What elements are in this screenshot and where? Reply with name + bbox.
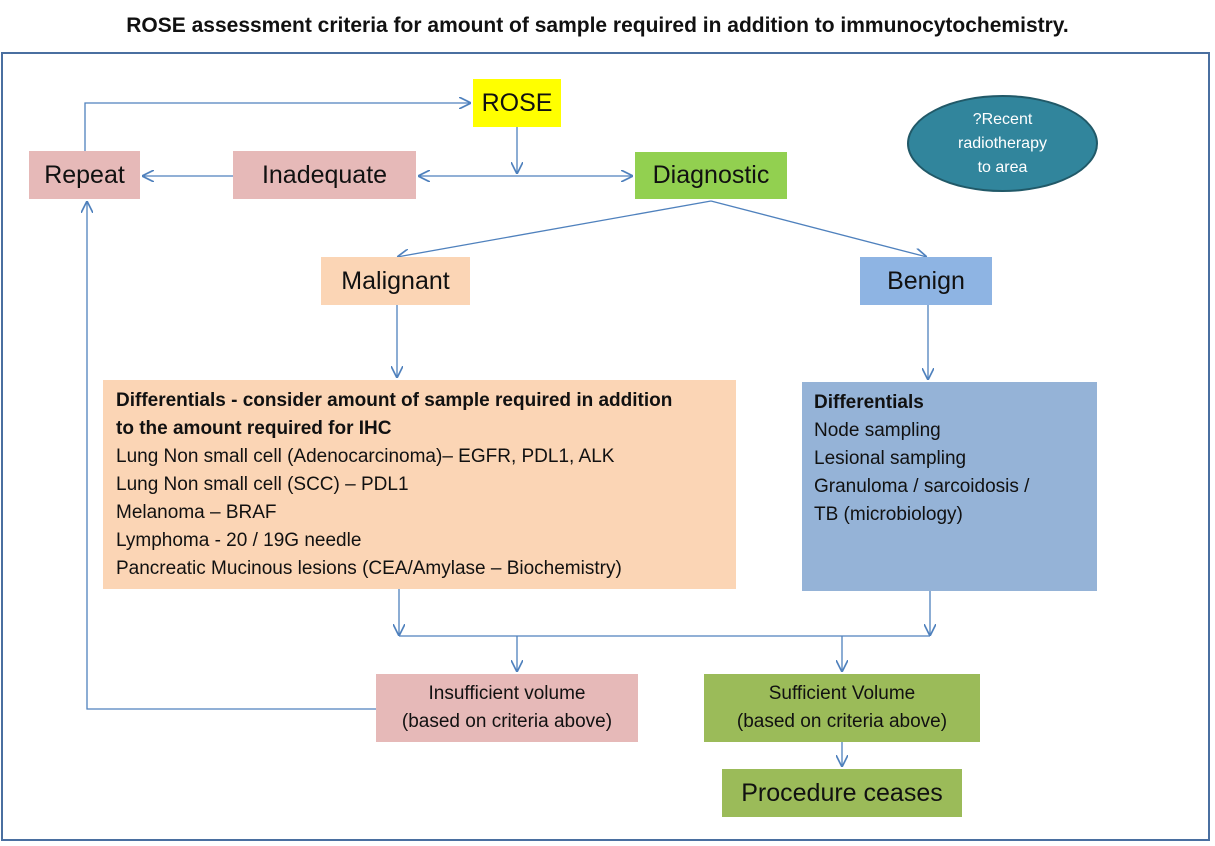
diagnostic-node: Diagnostic <box>635 152 787 199</box>
rose-node: ROSE <box>473 79 561 127</box>
diagram-title: ROSE assessment criteria for amount of s… <box>126 14 1069 37</box>
malignant-differentials-heading: to the amount required for IHC <box>116 418 392 439</box>
sufficient-volume-node: Sufficient Volume (based on criteria abo… <box>704 674 980 742</box>
malignant-differential-item: Lung Non small cell (Adenocarcinoma)– EG… <box>116 446 615 467</box>
diagram-frame <box>1 52 1210 841</box>
rose-label: ROSE <box>481 88 553 117</box>
edge-repeat-to-rose <box>84 103 471 151</box>
insufficient-volume-label: Insufficient volume <box>428 683 586 704</box>
insufficient-volume-node: Insufficient volume (based on criteria a… <box>376 674 638 742</box>
inadequate-label: Inadequate <box>261 160 388 189</box>
malignant-differential-item: Lymphoma - 20 / 19G needle <box>116 530 362 551</box>
malignant-differentials-box: Differentials - consider amount of sampl… <box>103 380 736 589</box>
benign-differentials-box: Differentials Node sampling Lesional sam… <box>802 382 1097 591</box>
sufficient-volume-label: Sufficient Volume <box>768 683 916 704</box>
benign-differentials-heading: Differentials <box>814 392 924 413</box>
procedure-ceases-label: Procedure ceases <box>741 778 943 807</box>
radiotherapy-line: ?Recent <box>972 110 1033 128</box>
radiotherapy-line: to area <box>977 158 1028 176</box>
malignant-differential-item: Pancreatic Mucinous lesions (CEA/Amylase… <box>116 558 622 579</box>
benign-node: Benign <box>860 257 992 305</box>
malignant-differentials-heading: Differentials - consider amount of sampl… <box>116 390 673 411</box>
radiotherapy-ellipse: ?Recent radiotherapy to area <box>907 95 1098 192</box>
malignant-differential-item: Melanoma – BRAF <box>116 502 277 523</box>
diagnostic-label: Diagnostic <box>652 161 770 189</box>
malignant-differential-item: Lung Non small cell (SCC) – PDL1 <box>116 474 409 495</box>
malignant-node: Malignant <box>321 257 470 305</box>
edge-diagnostic-to-malignant <box>397 200 712 257</box>
edge-insufficient-to-repeat <box>87 201 376 710</box>
edge-diagnostic-to-benign <box>710 200 927 257</box>
malignant-label: Malignant <box>341 266 450 295</box>
insufficient-volume-note: (based on criteria above) <box>401 711 613 732</box>
repeat-label: Repeat <box>44 160 125 189</box>
sufficient-volume-note: (based on criteria above) <box>736 711 948 732</box>
benign-differential-item: Lesional sampling <box>814 448 967 469</box>
benign-differential-item: TB (microbiology) <box>814 504 963 525</box>
benign-label: Benign <box>887 266 965 295</box>
benign-differential-item: Granuloma / sarcoidosis / <box>814 476 1030 497</box>
radiotherapy-line: radiotherapy <box>958 134 1047 152</box>
benign-differential-item: Node sampling <box>814 420 941 441</box>
inadequate-node: Inadequate <box>233 151 416 199</box>
repeat-node: Repeat <box>29 151 140 199</box>
procedure-ceases-node: Procedure ceases <box>722 769 962 817</box>
